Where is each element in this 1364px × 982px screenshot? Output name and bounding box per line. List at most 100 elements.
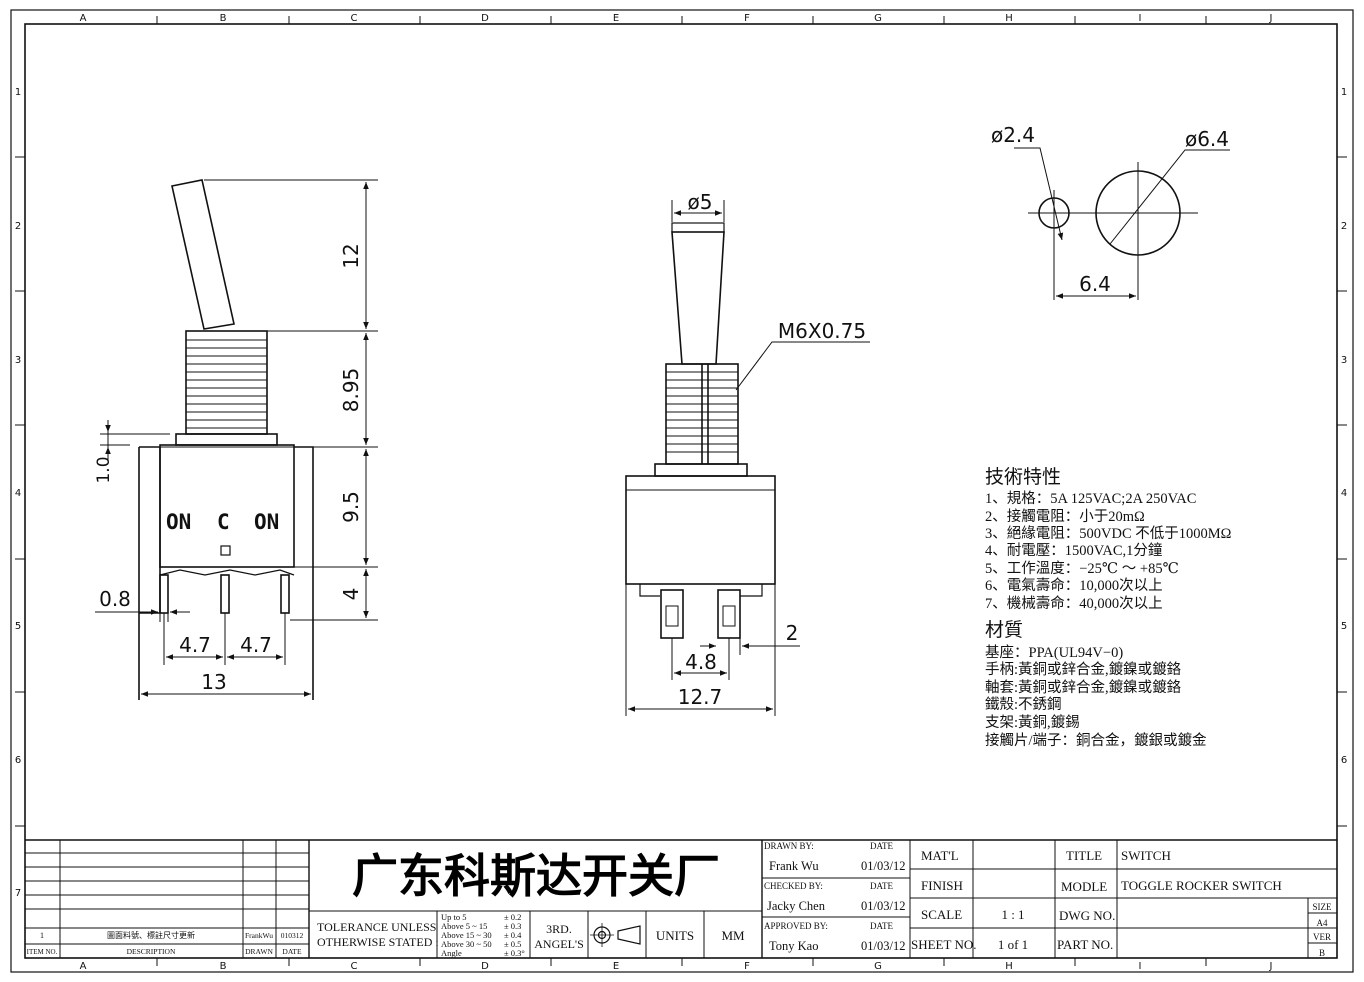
rev-item-no: 1: [40, 931, 44, 940]
row-labels-left: 1 2 3 4 5 6 7: [15, 87, 21, 899]
terminal-front: [660, 589, 684, 639]
dim-terminal-pitch: 4.8: [685, 650, 717, 674]
col-label: B: [220, 13, 227, 24]
rev-header-description: DESCRIPTION: [127, 947, 176, 956]
tolerance-range: Angle: [441, 948, 462, 958]
scale-value: 1 : 1: [1001, 907, 1024, 922]
date-label: DATE: [870, 881, 893, 891]
label-on-left: ON: [166, 510, 191, 534]
lever-front: [671, 231, 725, 365]
approved-by-label: APPROVED BY:: [764, 921, 828, 931]
dim-large-hole: ø6.4: [1185, 127, 1229, 151]
tolerance-value: ± 0.3: [504, 921, 521, 931]
col-label: F: [744, 961, 750, 972]
col-label: E: [613, 13, 619, 24]
col-label: B: [220, 961, 227, 972]
approved-date: 01/03/12: [861, 939, 905, 953]
dim-overall-width: 13: [201, 670, 226, 694]
panel-cutout-dim-labels: ø2.4 ø6.4 6.4: [991, 123, 1229, 296]
terminal: [280, 574, 290, 614]
center-mark: [220, 545, 231, 556]
col-label: D: [481, 961, 489, 972]
spec-line: 6、電氣壽命：10,000次以上: [985, 576, 1163, 594]
sheet-border: [10, 9, 1354, 973]
bushing-front-threads: [666, 371, 738, 453]
drawn-date: 01/03/12: [861, 859, 905, 873]
rev-header-drawn: DRAWN: [245, 947, 273, 956]
col-label: H: [1005, 961, 1013, 972]
row-label: 6: [15, 755, 21, 766]
dim-pitch-left: 4.7: [179, 633, 211, 657]
spec-line: 7、機械壽命：40,000次以上: [985, 594, 1163, 612]
materials-title: 材質: [985, 619, 1023, 641]
rev-drawn: FrankWu: [245, 931, 273, 940]
tolerance-block: TOLERANCE UNLESS OTHERWISE STATED : Up t…: [317, 912, 745, 958]
row-ticks: [15, 156, 1347, 827]
company-name: 广东科斯达开关厂: [352, 849, 720, 903]
dim-housing-height: 9.5: [339, 491, 363, 523]
col-label: D: [481, 13, 489, 24]
toggle-lever: [171, 179, 235, 330]
terminal: [220, 574, 230, 614]
material-line: 基座：PPA(UL94V−0): [985, 644, 1123, 661]
model-label: MODLE: [1061, 879, 1107, 894]
spec-notes: 技術特性 1、規格：5A 125VAC;2A 250VAC 2、接觸電阻：小于2…: [985, 466, 1232, 749]
row-label: 3: [15, 355, 21, 366]
spec-line: 2、接觸電阻：小于20mΩ: [985, 508, 1145, 525]
col-label: F: [744, 13, 750, 24]
dim-thread-spec: M6X0.75: [778, 319, 866, 343]
flange-front: [654, 463, 748, 477]
material-line: 接觸片/端子：銅合金，鍍銀或鍍金: [985, 732, 1207, 749]
col-label: J: [1269, 961, 1273, 972]
checked-date: 01/03/12: [861, 899, 905, 913]
switch-housing: [159, 444, 295, 568]
tolerance-range: Above 30 ~ 50: [441, 939, 492, 949]
approved-by-name: Tony Kao: [769, 939, 818, 953]
panel-cutout: [1014, 147, 1230, 300]
dim-handle-length: 12: [339, 243, 363, 268]
drawn-by-name: Frank Wu: [769, 859, 819, 873]
drawn-by-label: DRAWN BY:: [764, 841, 814, 851]
sign-off-block: DRAWN BY: DATE Frank Wu 01/03/12 CHECKED…: [764, 841, 905, 953]
bushing-flange: [175, 433, 278, 446]
col-label: C: [351, 13, 358, 24]
revision-table: 1 圖面料號、標註尺寸更新 FrankWu 010312 ITEM NO. DE…: [27, 930, 304, 956]
matl-label: MAT'L: [921, 848, 959, 863]
units-value: MM: [721, 928, 745, 943]
tolerance-value: ± 0.2: [504, 912, 521, 922]
column-labels-top: A B C D E F G H I J: [80, 13, 1273, 24]
front-view: [625, 222, 776, 639]
dwg-no-label: DWG NO.: [1059, 908, 1115, 923]
label-on-right: ON: [254, 510, 279, 534]
material-line: 支架:黃銅,鍍錫: [985, 714, 1080, 731]
spec-line: 4、耐電壓：1500VAC,1分鐘: [985, 542, 1163, 559]
col-label: E: [613, 961, 619, 972]
units-label: UNITS: [656, 928, 694, 943]
row-label: 7: [15, 888, 21, 899]
front-view-dimensions: [625, 200, 870, 716]
housing-front: [625, 475, 776, 585]
date-label: DATE: [870, 841, 893, 851]
col-label: A: [80, 13, 87, 24]
tolerance-range: Above 15 ~ 30: [441, 930, 492, 940]
finish-label: FINISH: [921, 878, 963, 893]
third-angle-projection-icon: [590, 923, 641, 947]
tolerance-value: ± 0.3°: [504, 948, 525, 958]
bushing-threads: [186, 339, 267, 429]
dim-tip-diameter: ø5: [688, 190, 713, 214]
row-label: 4: [1341, 488, 1347, 499]
col-label: H: [1005, 13, 1013, 24]
material-line: 鐵殼:不銹鋼: [985, 695, 1062, 713]
dim-front-width: 12.7: [678, 685, 723, 709]
rev-header-item: ITEM NO.: [27, 948, 58, 956]
rev-description: 圖面料號、標註尺寸更新: [107, 930, 195, 940]
title-value: SWITCH: [1121, 848, 1171, 863]
tolerance-value: ± 0.4: [504, 930, 522, 940]
dim-hole-spacing: 6.4: [1079, 272, 1111, 296]
row-label: 5: [1341, 621, 1347, 632]
row-label: 2: [1341, 221, 1347, 232]
tolerance-range: Up to 5: [441, 912, 467, 922]
row-label: 1: [15, 87, 21, 98]
size-label: SIZE: [1313, 902, 1333, 912]
